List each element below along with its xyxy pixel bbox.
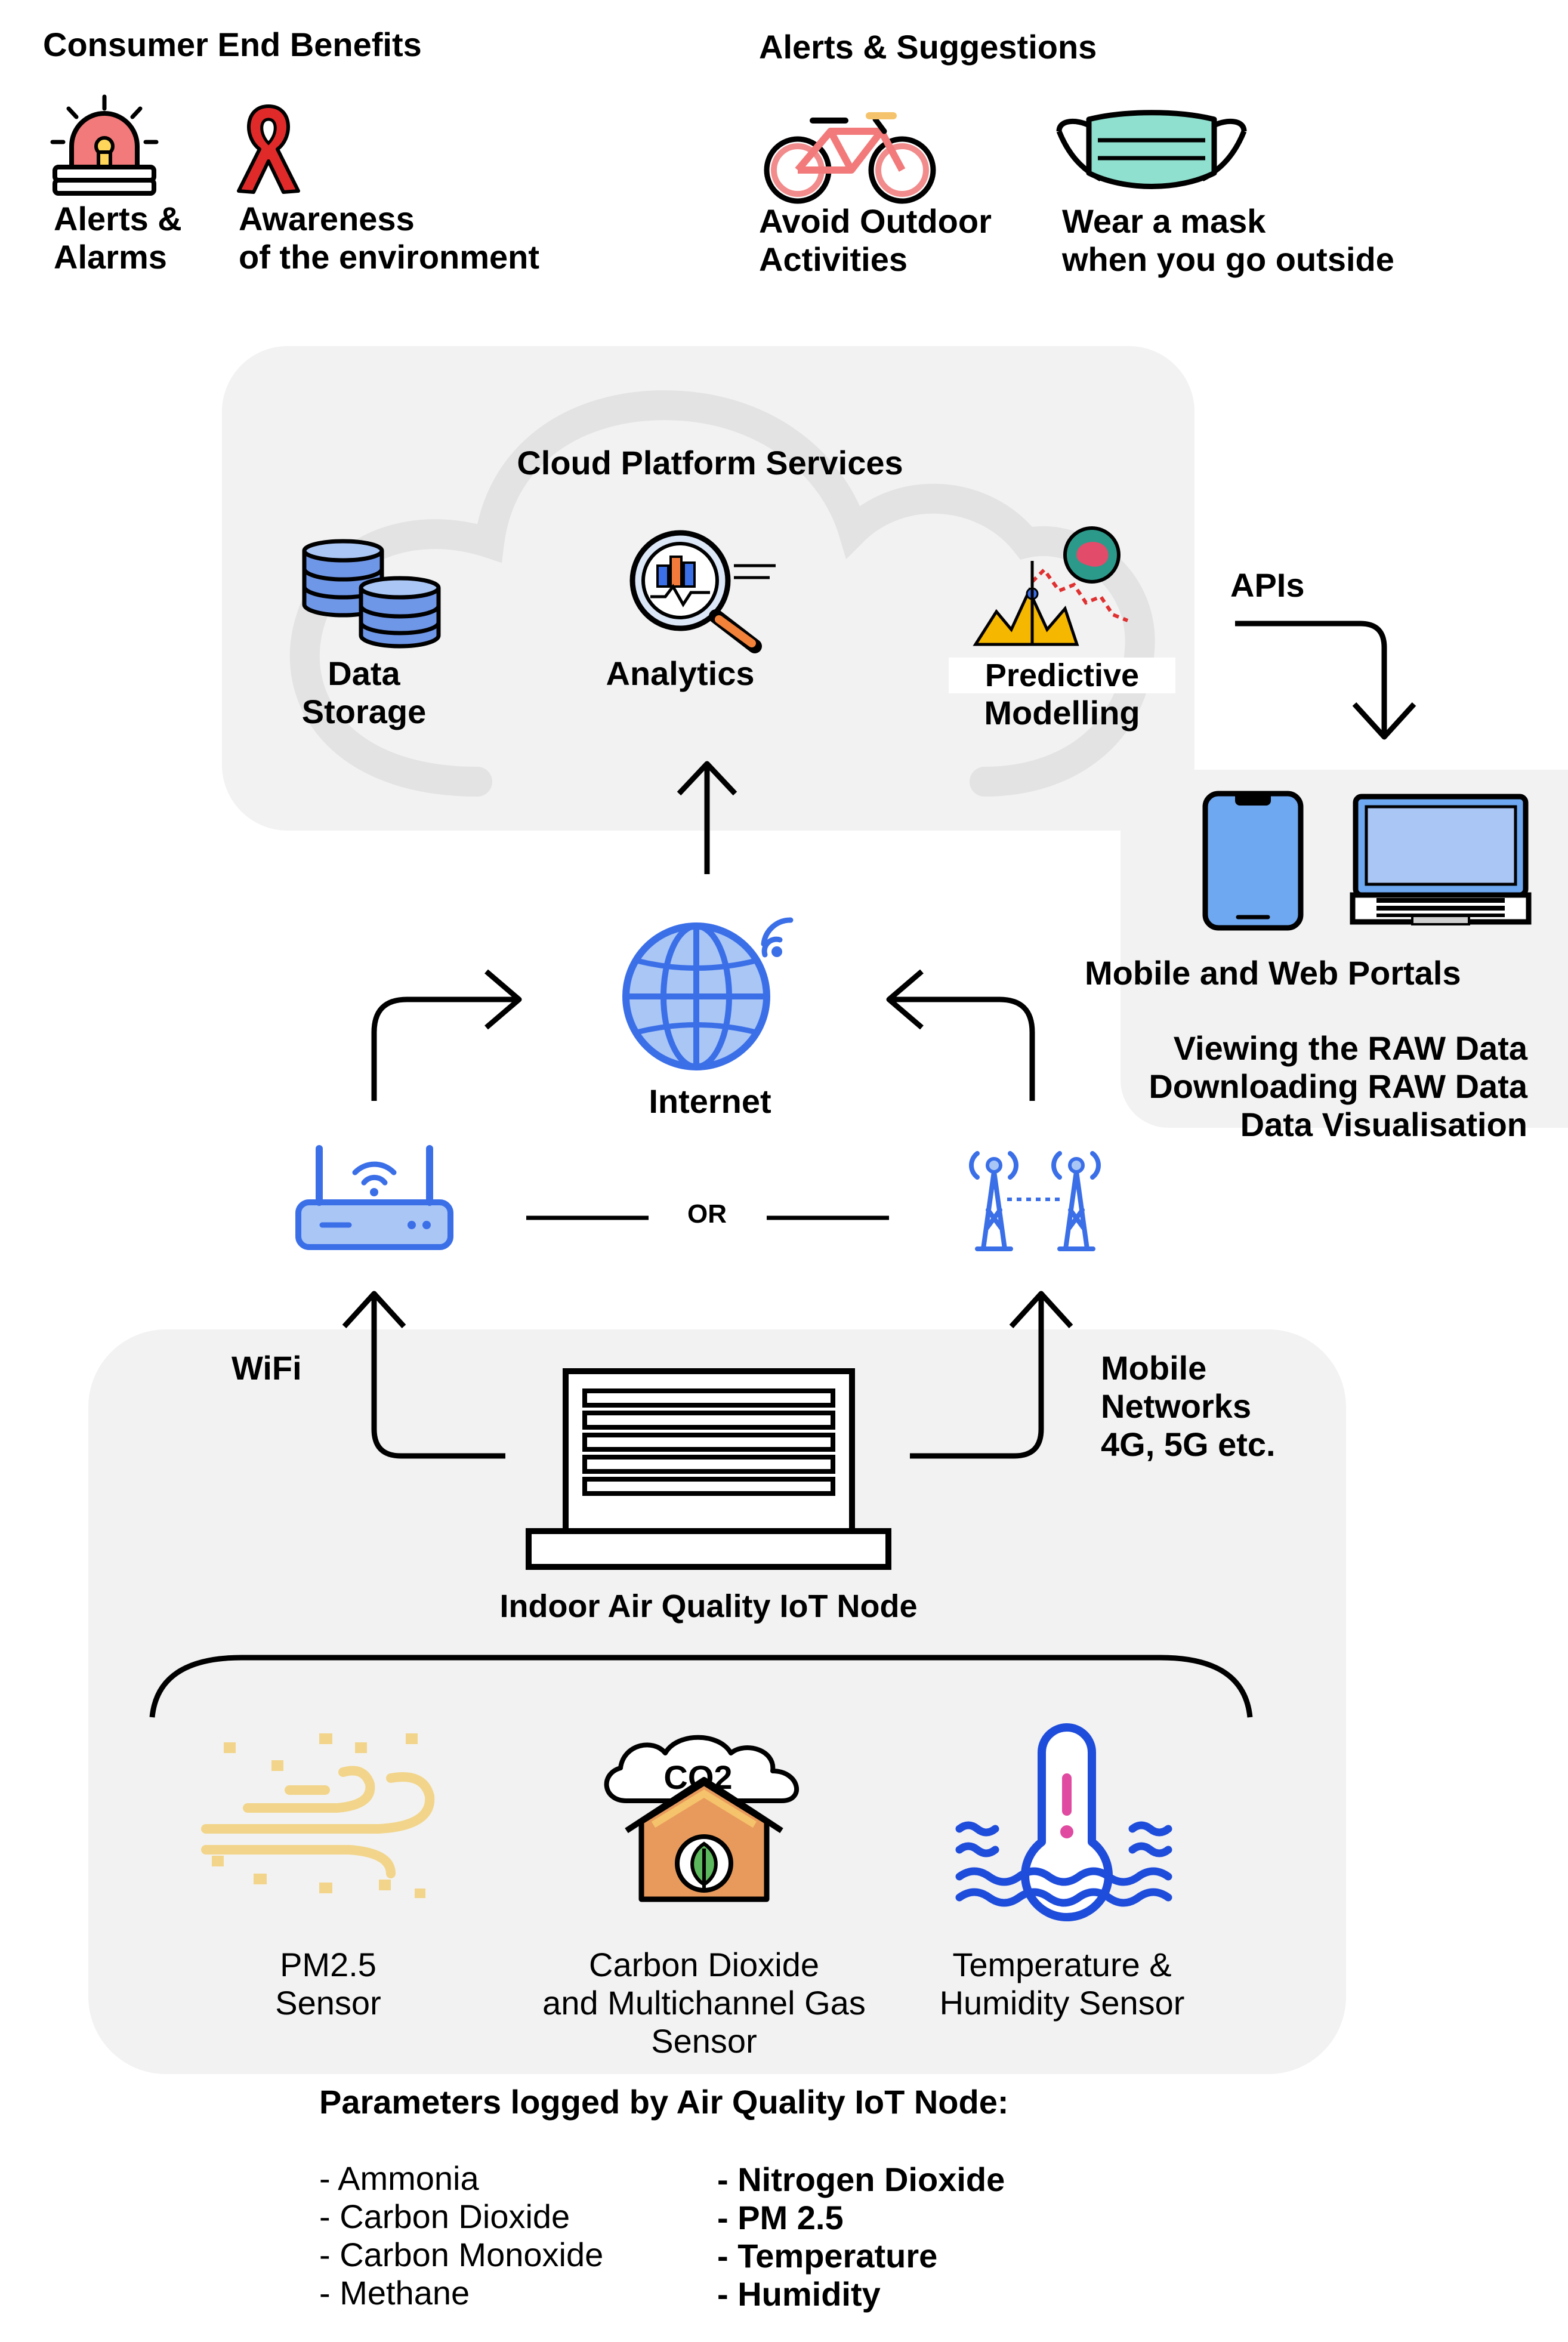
- portals-line2: Downloading RAW Data: [1149, 1067, 1527, 1105]
- param-right-item: - Temperature: [717, 2237, 938, 2275]
- param-left-item: - Methane: [319, 2274, 470, 2312]
- wifi-label: WiFi: [232, 1349, 302, 1387]
- co2-sensor-line2: and Multichannel Gas: [542, 1984, 866, 2022]
- wifi-to-internet-arrow: [371, 969, 522, 1101]
- wifi-router-icon: [295, 1145, 453, 1250]
- globe-icon: [622, 917, 794, 1070]
- data-storage-line2: Storage: [301, 693, 427, 730]
- param-right-item: - PM 2.5: [717, 2199, 844, 2236]
- portals-line3: Data Visualisation: [1240, 1106, 1527, 1143]
- param-left-item: - Ammonia: [319, 2159, 479, 2197]
- pm-sensor-line2: Sensor: [275, 1984, 381, 2022]
- suggestion-outdoor-line1: Avoid Outdoor: [759, 202, 992, 240]
- data-storage-line1: Data: [328, 655, 400, 692]
- cloud-platform-title: Cloud Platform Services: [517, 444, 903, 482]
- pm-sensor-line1: PM2.5: [280, 1946, 376, 1983]
- awareness-ribbon-icon: [237, 104, 300, 194]
- bicycle-icon: [764, 112, 936, 204]
- suggestion-mask-line2: when you go outside: [1062, 240, 1394, 278]
- internet-label: Internet: [649, 1082, 771, 1120]
- mobile-networks-line1: Mobile: [1101, 1349, 1207, 1387]
- suggestion-outdoor-line2: Activities: [759, 240, 908, 278]
- portals-line1: Viewing the RAW Data: [1173, 1029, 1527, 1067]
- consumer-benefits-title: Consumer End Benefits: [43, 26, 422, 63]
- cloud-outline-icon: [289, 390, 1155, 797]
- apis-label: APIs: [1230, 566, 1305, 604]
- iot-node-label: Indoor Air Quality IoT Node: [499, 1588, 918, 1624]
- database-icon: [302, 539, 441, 649]
- mobile-phone-icon: [1202, 791, 1304, 931]
- thermometer-humidity-icon: [955, 1723, 1172, 1921]
- param-right-item: - Humidity: [717, 2275, 881, 2313]
- node-to-wifi-arrow: [342, 1291, 505, 1459]
- benefit-alarms-line2: Alarms: [54, 238, 167, 276]
- analytics-label: Analytics: [606, 655, 755, 692]
- apis-arrow: [1235, 621, 1416, 740]
- or-line-left: [526, 1215, 649, 1220]
- cell-tower-icon: [969, 1151, 1101, 1251]
- predictive-line2: Modelling: [984, 694, 1140, 732]
- portals-title: Mobile and Web Portals: [1085, 954, 1461, 992]
- co2-house-icon: CO2: [604, 1735, 800, 1902]
- benefit-alarms-line1: Alerts &: [54, 200, 182, 237]
- or-line-right: [767, 1215, 889, 1220]
- mobile-to-internet-arrow: [886, 969, 1035, 1101]
- alarm-siren-icon: [50, 94, 159, 196]
- param-left-item: - Carbon Monoxide: [319, 2236, 604, 2273]
- co2-sensor-line3: Sensor: [651, 2022, 757, 2060]
- benefit-awareness-line2: of the environment: [239, 238, 540, 276]
- face-mask-icon: [1056, 110, 1247, 189]
- node-to-mobile-arrow: [910, 1291, 1073, 1459]
- param-right-item: - Nitrogen Dioxide: [717, 2161, 1005, 2198]
- laptop-icon: [1350, 794, 1532, 925]
- benefit-awareness-line1: Awareness: [239, 200, 415, 237]
- parameters-title: Parameters logged by Air Quality IoT Nod…: [319, 2083, 1009, 2121]
- temp-sensor-line2: Humidity Sensor: [939, 1984, 1185, 2022]
- analytics-magnifier-icon: [629, 530, 776, 653]
- mobile-networks-line3: 4G, 5G etc.: [1101, 1425, 1276, 1463]
- up-arrow-to-cloud: [677, 761, 737, 874]
- predictive-line1: Predictive: [949, 658, 1175, 694]
- suggestion-mask-line1: Wear a mask: [1062, 202, 1266, 240]
- co2-sensor-line1: Carbon Dioxide: [589, 1946, 819, 1983]
- or-label: OR: [687, 1199, 727, 1229]
- param-left-item: - Carbon Dioxide: [319, 2198, 570, 2235]
- mobile-networks-line2: Networks: [1101, 1387, 1252, 1425]
- predictive-chart-icon: [973, 526, 1129, 646]
- temp-sensor-line1: Temperature &: [952, 1946, 1172, 1983]
- sensor-bracket: [149, 1655, 1253, 1718]
- dust-wind-icon: [201, 1733, 435, 1898]
- alerts-suggestions-title: Alerts & Suggestions: [759, 28, 1097, 66]
- iot-node-device-icon: [526, 1368, 891, 1570]
